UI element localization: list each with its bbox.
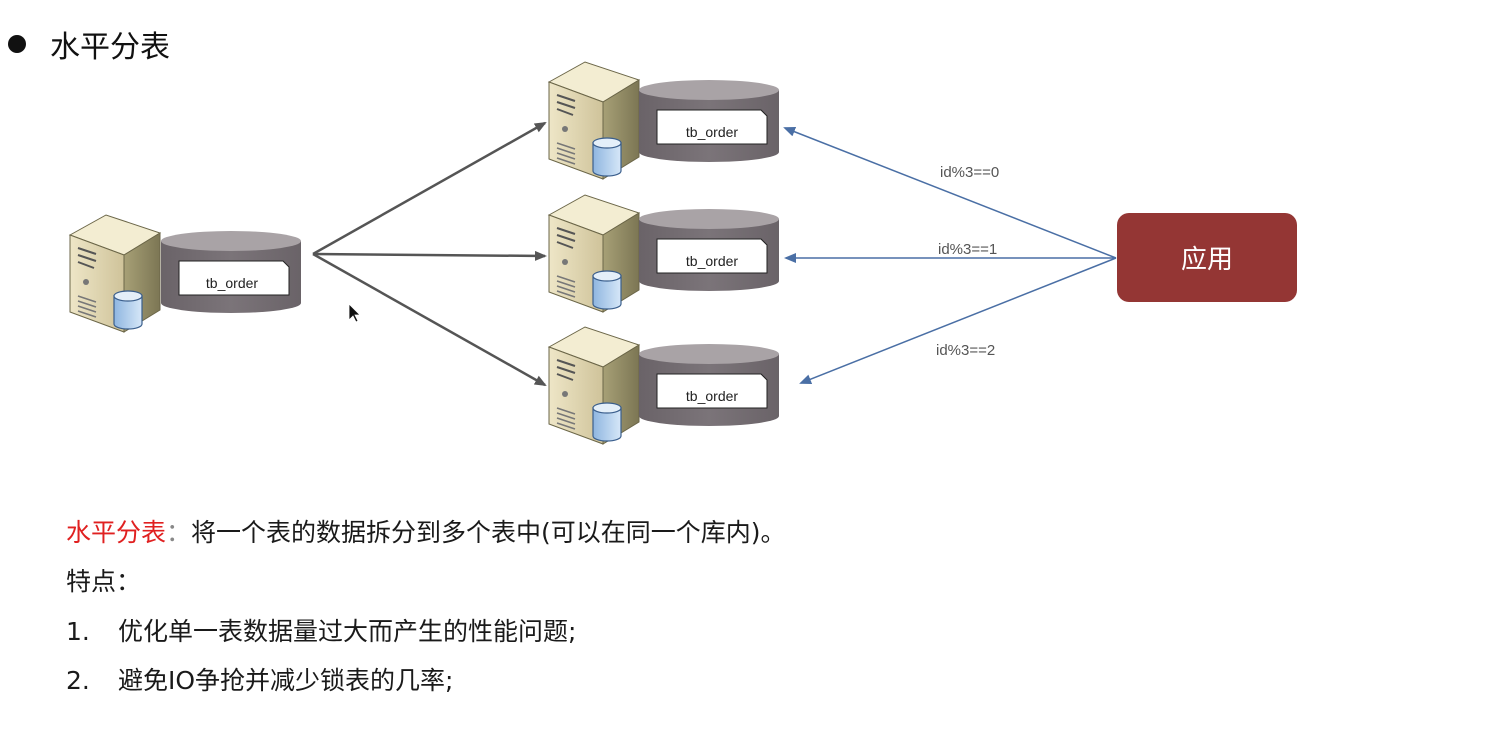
- shard-table-label-1: tb_order: [686, 253, 738, 269]
- shard-server-0: tb_order: [548, 61, 780, 180]
- table-cylinder-icon: [160, 230, 302, 314]
- app-label: 应用: [1180, 245, 1233, 275]
- list-item-number: 2.: [66, 666, 90, 695]
- server-icon: [548, 61, 640, 180]
- sharding-diagram: tb_order tb_order tb_order tb_order id%3…: [69, 61, 1117, 445]
- shard-table-label-2: tb_order: [686, 388, 738, 404]
- title-text: 水平分表: [50, 30, 170, 65]
- table-cylinder-icon: [638, 208, 780, 292]
- source-table-label: tb_order: [206, 275, 258, 291]
- table-cylinder-icon: [638, 79, 780, 163]
- server-icon: [548, 326, 640, 445]
- mouse-cursor-icon: [348, 303, 361, 323]
- list-item: 2. 避免IO争抢并减少锁表的几率;: [66, 668, 453, 693]
- split-arrow-2: [312, 252, 547, 387]
- shard-server-2: tb_order: [548, 326, 780, 445]
- server-icon: [69, 214, 161, 333]
- definition-line: 水平分表：将一个表的数据拆分到多个表中(可以在同一个库内)。: [66, 520, 786, 545]
- shard-server-1: tb_order: [548, 194, 780, 313]
- definition-text: 将一个表的数据拆分到多个表中(可以在同一个库内)。: [191, 518, 786, 547]
- shard-table-label-0: tb_order: [686, 124, 738, 140]
- bullet-dot-icon: [8, 35, 26, 53]
- list-item-text: 优化单一表数据量过大而产生的性能问题;: [118, 617, 577, 646]
- condition-label-1: id%3==1: [938, 241, 997, 258]
- source-server: tb_order: [69, 214, 302, 333]
- list-item: 1. 优化单一表数据量过大而产生的性能问题;: [66, 619, 576, 644]
- term-colon: ：: [166, 518, 192, 547]
- server-icon: [548, 194, 640, 313]
- condition-label-2: id%3==2: [936, 342, 995, 359]
- route-arrow-0: [783, 127, 1117, 259]
- list-item-number: 1.: [66, 617, 90, 646]
- features-label: 特点：: [66, 567, 142, 596]
- slide-title: 水平分表: [8, 22, 170, 66]
- term-highlight: 水平分表: [66, 518, 167, 547]
- route-arrow-2: [799, 257, 1117, 384]
- condition-label-0: id%3==0: [940, 164, 999, 181]
- app-box: 应用: [1117, 213, 1297, 302]
- split-arrow-1: [312, 250, 547, 261]
- list-item-text: 避免IO争抢并减少锁表的几率;: [118, 666, 454, 695]
- table-cylinder-icon: [638, 343, 780, 427]
- split-arrow-0: [312, 121, 547, 256]
